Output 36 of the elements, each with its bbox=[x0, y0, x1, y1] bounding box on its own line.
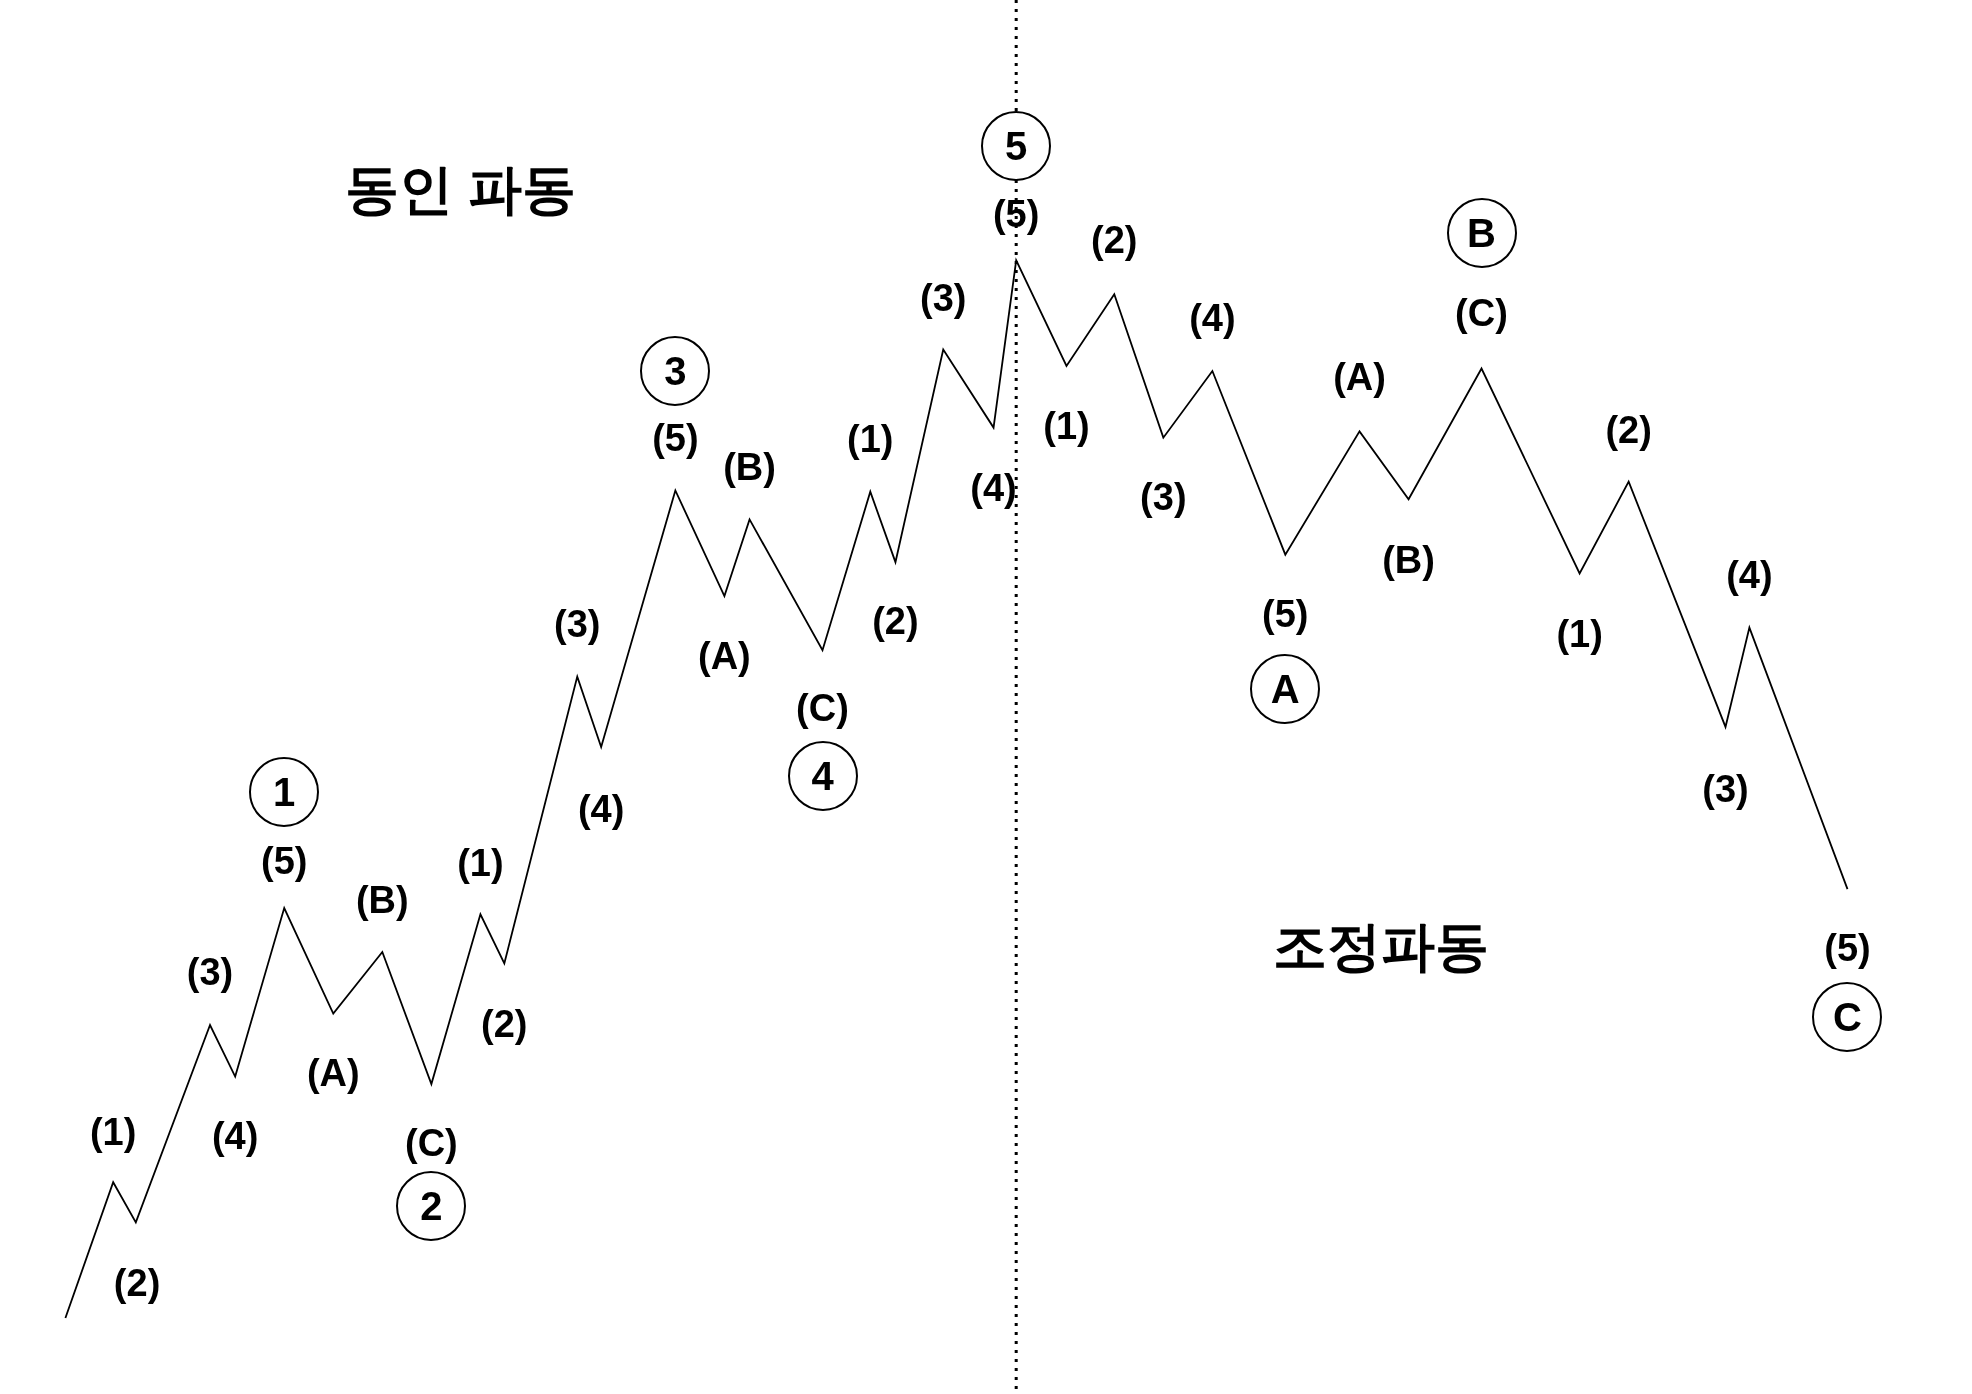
wave-label: (1) bbox=[457, 843, 504, 882]
wave-label: (A) bbox=[1333, 358, 1386, 397]
wave-label: (5) bbox=[992, 194, 1040, 233]
wave-label: (3) bbox=[920, 279, 967, 318]
wave-label: (2) bbox=[113, 1263, 161, 1302]
wave-label: (5) bbox=[261, 842, 308, 881]
wave-label: (B) bbox=[723, 447, 776, 486]
wave-label: (4) bbox=[970, 468, 1017, 507]
wave-label: (1) bbox=[1043, 407, 1090, 446]
wave-label: (5) bbox=[652, 418, 699, 457]
wave-label: (C) bbox=[796, 689, 849, 728]
wave-label: (4) bbox=[577, 789, 625, 828]
wave-label: (3) bbox=[1140, 477, 1187, 516]
wave-label: (4) bbox=[1726, 555, 1773, 594]
wave-label: (1) bbox=[89, 1112, 137, 1151]
wave-label: (1) bbox=[1556, 614, 1603, 653]
wave-label: (5) bbox=[1262, 594, 1309, 633]
wave-label: (4) bbox=[211, 1116, 259, 1155]
wave-label: (B) bbox=[355, 881, 409, 920]
wave-label: (2) bbox=[481, 1004, 528, 1043]
wave-label: (4) bbox=[1189, 299, 1236, 338]
wave-title: 조정파동 bbox=[1272, 918, 1489, 973]
wave-label: (C) bbox=[405, 1124, 458, 1163]
wave-label: (3) bbox=[1702, 769, 1749, 808]
wave-label: (5) bbox=[1824, 929, 1871, 968]
wave-label: (3) bbox=[554, 604, 601, 643]
wave-label: (3) bbox=[186, 953, 234, 992]
wave-label: (A) bbox=[306, 1053, 360, 1092]
wave-label: (2) bbox=[872, 602, 919, 641]
wave-label: (C) bbox=[1455, 294, 1508, 333]
wave-label: (A) bbox=[698, 637, 751, 676]
wave-label: (2) bbox=[1605, 411, 1652, 450]
wave-label: (2) bbox=[1091, 221, 1138, 260]
wave-title: 동인 파동 bbox=[344, 161, 576, 216]
wave-label: (1) bbox=[847, 419, 894, 458]
wave-label: (B) bbox=[1382, 540, 1435, 579]
